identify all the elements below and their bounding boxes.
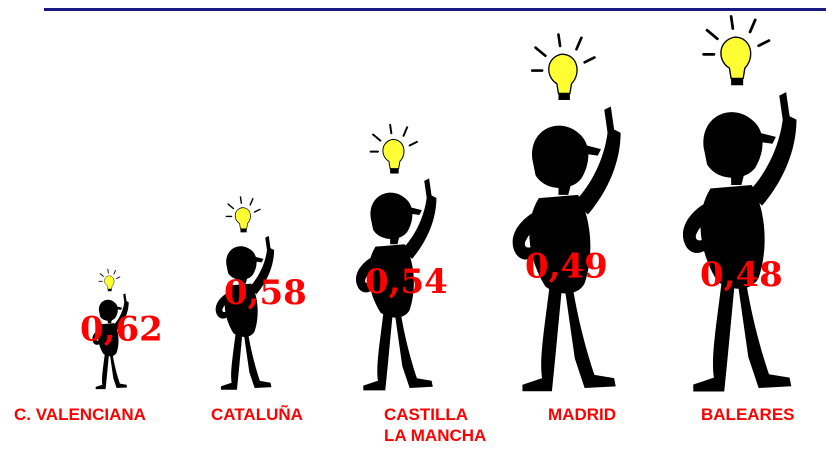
lightbulb-base xyxy=(558,93,570,100)
ray-2 xyxy=(748,18,757,34)
ray-1 xyxy=(239,196,243,204)
leg-right xyxy=(565,279,616,388)
category-label-cataluna: CATALUÑA xyxy=(211,405,303,424)
arm-right xyxy=(249,235,275,295)
leg-left xyxy=(363,307,393,391)
lightbulb-base xyxy=(107,289,112,292)
arm-left xyxy=(682,198,721,253)
category-label-castilla-la-mancha: CASTILLA LA MANCHA xyxy=(384,405,487,445)
ray-1 xyxy=(729,15,735,30)
cap-brim xyxy=(113,305,123,310)
arm-right xyxy=(574,106,621,215)
ray-3 xyxy=(253,208,261,213)
leg-right xyxy=(738,274,792,388)
lightbulb-base xyxy=(240,228,247,233)
ray-3 xyxy=(116,276,121,279)
leg-right xyxy=(110,351,128,388)
value-label-2: 0,54 xyxy=(365,262,448,302)
ray-3 xyxy=(757,39,771,48)
head xyxy=(370,192,413,240)
arm-right xyxy=(113,293,129,330)
ray-0 xyxy=(227,203,235,210)
value-label-0: 0,62 xyxy=(80,310,163,350)
ray-0 xyxy=(705,28,719,41)
figure-1 xyxy=(215,196,275,390)
lightbulb-base xyxy=(390,168,399,174)
value-label-1: 0,58 xyxy=(224,273,307,313)
figure-0 xyxy=(92,268,129,390)
value-label-4: 0,48 xyxy=(700,255,783,295)
arm-left xyxy=(215,290,236,319)
ray-2 xyxy=(249,198,254,206)
figure-2 xyxy=(355,123,437,391)
ray-3 xyxy=(583,56,596,64)
leg-right xyxy=(244,329,272,388)
lightbulb-icon xyxy=(720,36,752,80)
arm-left xyxy=(92,327,105,345)
head xyxy=(226,246,257,280)
leg-left xyxy=(693,274,735,392)
leg-right xyxy=(395,307,433,388)
top-rule xyxy=(44,8,826,11)
cap-brim xyxy=(748,130,776,144)
leg-left xyxy=(221,329,243,390)
arm-left xyxy=(355,253,383,293)
figure-4 xyxy=(682,15,797,392)
head xyxy=(98,299,118,321)
lightbulb-icon xyxy=(548,53,578,95)
category-label-madrid: MADRID xyxy=(548,405,616,424)
arm-right xyxy=(402,178,437,259)
ray-1 xyxy=(389,123,393,135)
arm-right xyxy=(748,92,797,206)
category-label-c-valenciana: C. VALENCIANA xyxy=(14,405,146,424)
value-label-3: 0,49 xyxy=(525,246,608,286)
ray-2 xyxy=(402,126,409,137)
head xyxy=(703,112,763,178)
ray-0 xyxy=(534,46,547,58)
head xyxy=(532,125,589,188)
ray-3 xyxy=(408,140,418,147)
leg-left xyxy=(522,279,562,392)
cap-brim xyxy=(249,255,264,263)
lightbulb-base xyxy=(731,78,744,86)
ray-0 xyxy=(99,273,104,277)
ray-1 xyxy=(557,33,562,48)
ray-1 xyxy=(107,268,109,274)
ray-0 xyxy=(372,133,382,142)
leg-left xyxy=(95,351,109,390)
cap-brim xyxy=(402,205,422,215)
lightbulb-icon xyxy=(382,138,405,170)
lightbulb-icon xyxy=(234,207,251,230)
ray-2 xyxy=(575,36,583,51)
ray-2 xyxy=(113,269,116,275)
lightbulb-icon xyxy=(104,275,115,290)
category-label-baleares: BALEARES xyxy=(701,405,795,424)
arm-left xyxy=(512,207,549,260)
cap-brim xyxy=(574,142,602,156)
figure-3 xyxy=(512,33,621,392)
